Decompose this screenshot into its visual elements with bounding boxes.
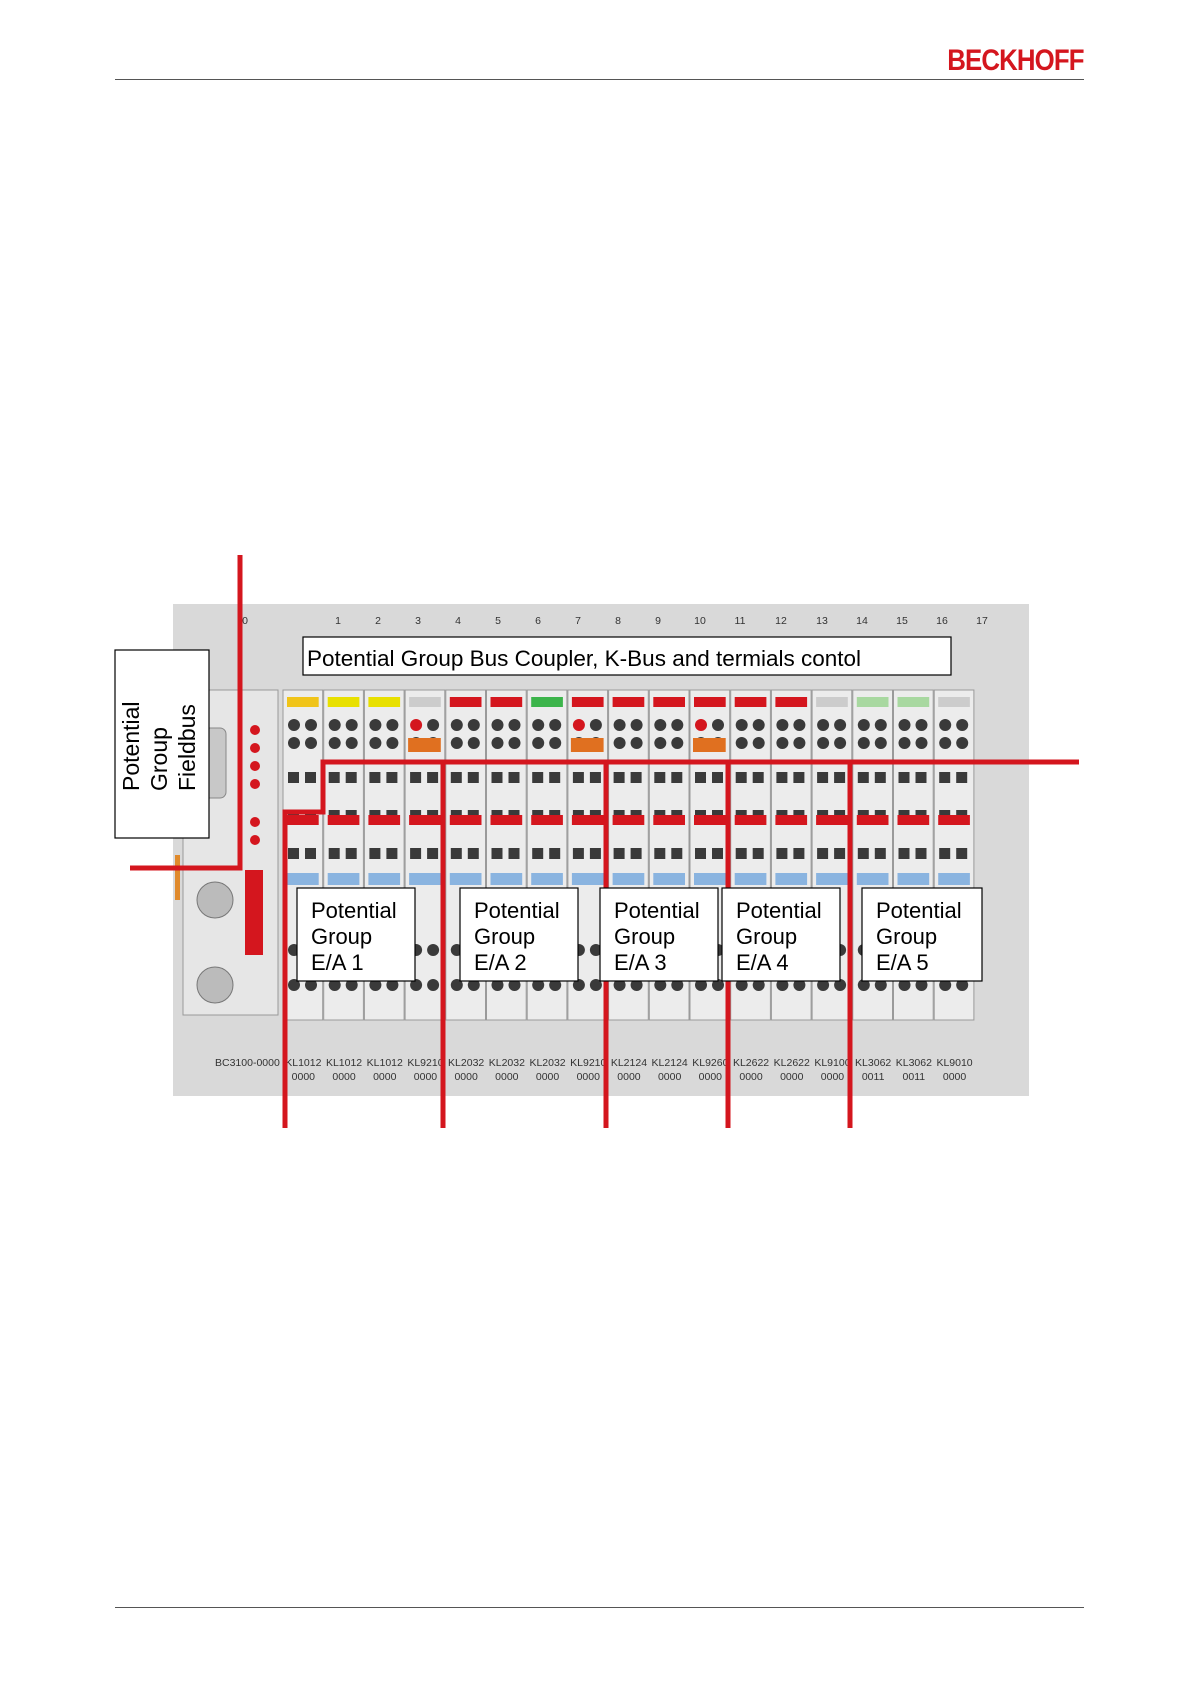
eio-group-label-line: E/A 3 (614, 950, 667, 975)
eio-group-label-line: E/A 1 (311, 950, 364, 975)
terminal-model-name: KL2622 (733, 1057, 769, 1069)
footer-rule (115, 1607, 1084, 1608)
terminal-module (770, 689, 812, 1021)
eio-group-label-line: Group (736, 924, 797, 949)
group-boundary-lines (130, 555, 1079, 1128)
terminal-model-name: KL3062 (896, 1057, 932, 1069)
fieldbus-label-line-2: Group (146, 727, 172, 791)
eio-group-box (296, 887, 416, 982)
fieldbus-group-box (114, 649, 210, 839)
eio-group-box (459, 887, 579, 982)
terminal-number: 0 (242, 615, 248, 627)
terminal-number: 7 (575, 615, 581, 627)
terminal-number: 3 (415, 615, 421, 627)
coupler-model-label: BC3100-0000 (215, 1057, 280, 1069)
terminal-model-variant: 0000 (617, 1071, 641, 1083)
terminal-model-variant: 0000 (373, 1071, 397, 1083)
terminal-model-variant: 0000 (454, 1071, 478, 1083)
eio-group-label-line: Potential (474, 898, 560, 923)
eio-group-label-line: E/A 4 (736, 950, 789, 975)
terminal-number: 8 (615, 615, 621, 627)
eio-group-label-line: E/A 5 (876, 950, 929, 975)
terminal-model-variant: 0000 (536, 1071, 560, 1083)
eio-group-label-line: Potential (736, 898, 822, 923)
terminal-model-name: KL9260 (692, 1057, 728, 1069)
eio-group-box (861, 887, 983, 982)
beckhoff-logo: BECKHOFF (947, 44, 1085, 77)
bus-coupler-group-box (302, 636, 952, 676)
terminal-number: 2 (375, 615, 381, 627)
eio-group-label-line: Group (474, 924, 535, 949)
fieldbus-label-line-1: Potential (118, 701, 144, 791)
terminal-model-name: KL1012 (326, 1057, 362, 1069)
terminal-model-name: KL2622 (774, 1057, 810, 1069)
terminal-model-name: KL1012 (367, 1057, 403, 1069)
terminal-model-name: KL1012 (285, 1057, 321, 1069)
terminal-number: 9 (655, 615, 661, 627)
eio-group-label-line: Potential (876, 898, 962, 923)
terminal-model-variant: 0000 (821, 1071, 845, 1083)
header-rule (115, 79, 1084, 80)
terminal-model-variant: 0000 (699, 1071, 723, 1083)
terminal-model-variant: 0000 (739, 1071, 763, 1083)
eio-group-label-line: Group (614, 924, 675, 949)
terminal-number: 13 (816, 615, 828, 627)
terminal-model-name: KL2032 (529, 1057, 565, 1069)
terminal-number: 5 (495, 615, 501, 627)
fieldbus-boundary-line (130, 555, 243, 871)
bus-coupler-group-title: Potential Group Bus Coupler, K-Bus and t… (307, 646, 861, 671)
terminal-model-variant: 0000 (332, 1071, 356, 1083)
terminal-model-name: KL2124 (611, 1057, 647, 1069)
terminal-model-name: KL3062 (855, 1057, 891, 1069)
terminal-number: 17 (976, 615, 988, 627)
terminal-model-variant: 0000 (292, 1071, 316, 1083)
terminal-number: 1 (335, 615, 341, 627)
terminal-model-name: KL9100 (814, 1057, 850, 1069)
eio-group-label-line: E/A 2 (474, 950, 527, 975)
eio-group-label-line: Group (876, 924, 937, 949)
eio-group-label-line: Potential (311, 898, 397, 923)
terminal-model-name: KL2032 (448, 1057, 484, 1069)
terminal-model-name: KL2032 (489, 1057, 525, 1069)
terminal-number: 4 (455, 615, 461, 627)
eio-group-label-line: Group (311, 924, 372, 949)
terminal-number: 6 (535, 615, 541, 627)
terminal-model-row: KL1012 0000 KL1012 0000 KL1012 0000 KL9210 0000… (285, 1057, 973, 1083)
eio-group-box (721, 887, 841, 982)
terminal-model-variant: 0000 (414, 1071, 438, 1083)
terminal-model-name: KL2124 (652, 1057, 688, 1069)
terminal-model-variant: 0000 (495, 1071, 519, 1083)
eio-boundary-line-1 (282, 759, 1079, 1128)
terminal-number: 11 (735, 615, 746, 627)
terminal-model-variant: 0000 (577, 1071, 601, 1083)
terminal-model-name: KL9210 (570, 1057, 606, 1069)
eio-group-box (599, 887, 719, 982)
terminal-number: 12 (775, 615, 787, 627)
terminal-model-variant: 0011 (903, 1071, 926, 1083)
terminal-number: 15 (896, 615, 908, 627)
eio-group-label-line: Potential (614, 898, 700, 923)
terminal-number: 10 (694, 615, 706, 627)
terminal-model-variant: 0000 (658, 1071, 682, 1083)
terminal-model-name: KL9010 (936, 1057, 972, 1069)
terminal-model-name: KL9210 (407, 1057, 443, 1069)
terminal-number: 14 (856, 615, 868, 627)
terminal-model-variant: 0000 (780, 1071, 804, 1083)
terminal-model-variant: 0011 (862, 1071, 885, 1083)
fieldbus-label-line-3: Fieldbus (174, 704, 200, 791)
terminal-model-variant: 0000 (943, 1071, 967, 1083)
terminal-number: 16 (936, 615, 948, 627)
